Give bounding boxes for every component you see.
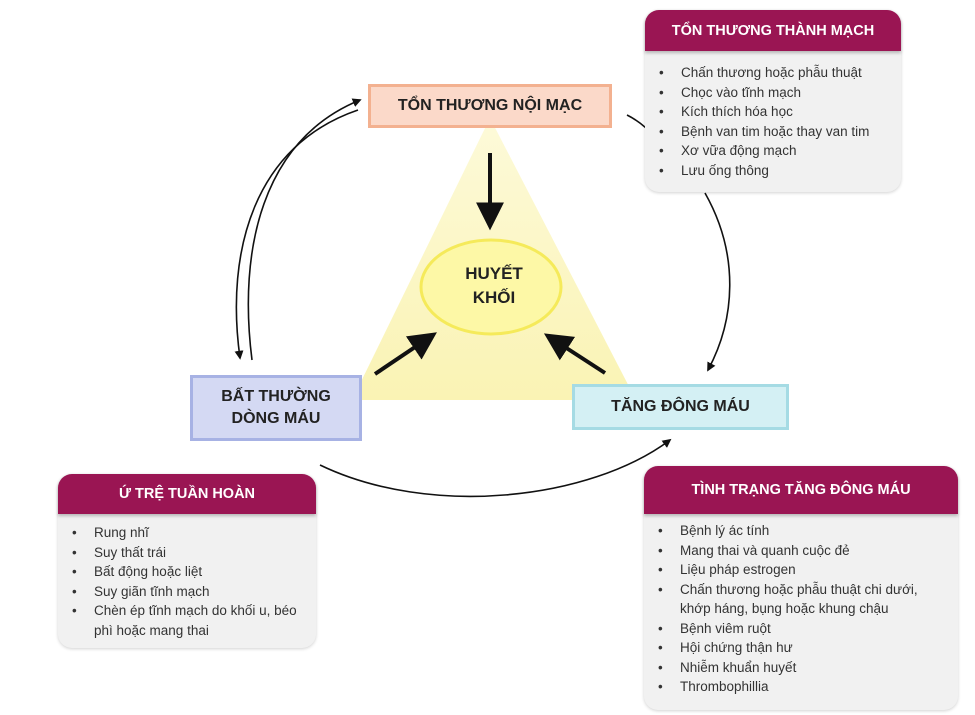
thrombus-label: HUYẾT KHỐI [424,262,564,310]
list-item: Chèn ép tĩnh mạch do khối u, béo phì hoặ… [72,601,308,640]
list-item: Bệnh viêm ruột [658,619,950,639]
arrow-vascular-card-to-coagulation [704,192,731,372]
card-circulatory-stasis-title: Ứ TRỆ TUẦN HOÀN [58,474,316,514]
node-endothelial-injury: TỔN THƯƠNG NỘI MẠC [368,84,612,128]
list-item: Bệnh lý ác tính [658,521,950,541]
list-item: Mang thai và quanh cuộc đẻ [658,541,950,561]
list-item: Lưu ống thông [659,161,893,181]
card-circulatory-stasis-list: Rung nhĩ Suy thất trái Bất động hoặc liệ… [72,523,308,640]
thrombus-label-line2: KHỐI [472,288,516,307]
thrombus-label-line1: HUYẾT [465,264,523,283]
card-vascular-injury-list: Chấn thương hoặc phẫu thuật Chọc vào tĩn… [659,63,893,180]
arrow-endothelial-to-blood-flow [234,109,359,360]
arrow-blood-flow-to-thrombus [373,332,437,376]
node-hypercoagulability: TĂNG ĐÔNG MÁU [572,384,789,430]
arrow-coagulation-to-thrombus [543,333,607,375]
arrow-blood-flow-to-endothelial [247,98,362,361]
card-hypercoagulable-states-title: TÌNH TRẠNG TĂNG ĐÔNG MÁU [644,466,958,514]
list-item: Xơ vữa động mạch [659,141,893,161]
list-item: Bệnh van tim hoặc thay van tim [659,122,893,142]
card-hypercoagulable-states-list: Bệnh lý ác tính Mang thai và quanh cuộc … [658,521,950,697]
list-item: Bất động hoặc liệt [72,562,308,582]
list-item: Suy giãn tĩnh mạch [72,582,308,602]
node-hypercoagulability-label: TĂNG ĐÔNG MÁU [611,398,750,415]
list-item: Rung nhĩ [72,523,308,543]
list-item: Hội chứng thận hư [658,638,950,658]
node-abnormal-blood-flow-line2: DÒNG MÁU [231,410,321,427]
list-item: Nhiễm khuẩn huyết [658,658,950,678]
list-item: Chấn thương hoặc phẫu thuật chi dưới, kh… [658,580,950,619]
connector-endothelial-to-vascular-card [626,114,647,129]
node-abnormal-blood-flow: BẤT THƯỜNG DÒNG MÁU [190,375,362,441]
card-hypercoagulable-states: TÌNH TRẠNG TĂNG ĐÔNG MÁU Bệnh lý ác tính… [644,466,958,710]
list-item: Liệu pháp estrogen [658,560,950,580]
list-item: Thrombophillia [658,677,950,697]
card-vascular-injury-title: TỔN THƯƠNG THÀNH MẠCH [645,10,901,51]
list-item: Chấn thương hoặc phẫu thuật [659,63,893,83]
card-vascular-injury: TỔN THƯƠNG THÀNH MẠCH Chấn thương hoặc p… [645,10,901,192]
list-item: Kích thích hóa học [659,102,893,122]
arrow-stasis-to-coagulation [319,438,672,498]
node-endothelial-injury-label: TỔN THƯƠNG NỘI MẠC [397,97,583,114]
list-item: Suy thất trái [72,543,308,563]
node-abnormal-blood-flow-line1: BẤT THƯỜNG [221,388,331,405]
list-item: Chọc vào tĩnh mạch [659,83,893,103]
thrombus-ellipse [419,238,563,336]
card-circulatory-stasis: Ứ TRỆ TUẦN HOÀN Rung nhĩ Suy thất trái B… [58,474,316,648]
